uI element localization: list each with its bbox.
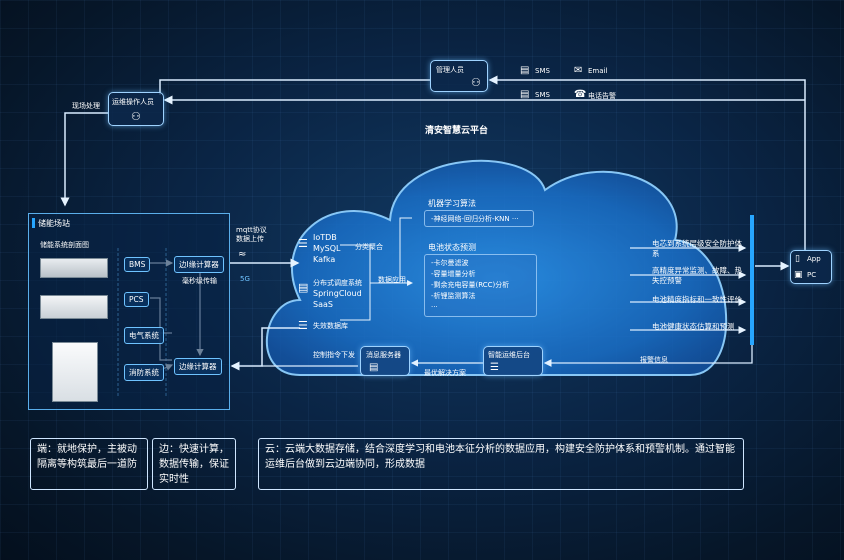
dist-saas: SaaS (313, 300, 333, 309)
ops-person-box: 运维操作人员 ⚇ (108, 92, 164, 126)
end-description: 端：就地保护，主被动隔离等构筑最后一道防 (30, 438, 148, 490)
site-title-marker (32, 218, 35, 228)
pc-label: PC (807, 271, 817, 279)
phone-alert-label: 电话告警 (588, 92, 616, 100)
ml-item: -神经网络-回归分析-KNN ··· (431, 215, 519, 223)
message-icon: ▤ (369, 362, 379, 373)
mobile-icon: ▯ (795, 254, 800, 264)
fire-node: 消防系统 (124, 364, 164, 381)
right-label: 电池健康状态估算和预测 (652, 322, 735, 331)
message-server-label: 消息服务器 (366, 351, 401, 359)
site-title: 储能场站 (38, 219, 70, 228)
pcs-cabinet-image (40, 295, 108, 319)
platform-title: 清安智慧云平台 (425, 126, 489, 136)
ml-list: -神经网络-回归分析-KNN ··· (424, 210, 534, 227)
fail-db-label: 失效数据库 (313, 322, 348, 330)
aggregation-label: 分类聚合 (355, 243, 383, 251)
sms-label: SMS (535, 91, 550, 99)
ops-backend-label: 智能运维后台 (488, 351, 530, 359)
dist-springcloud: SpringCloud (313, 289, 362, 298)
email-icon: ✉ (574, 65, 583, 76)
edge-computer-2: 边缘计算器 (174, 358, 222, 375)
manager-box: 管理人员 ⚇ (430, 60, 488, 92)
ml-title: 机器学习算法 (428, 199, 476, 208)
edge-computer-1: 边I缘计算器 (174, 256, 224, 273)
cloud-description: 云：云端大数据存储，结合深度学习和电池本征分析的数据应用，构建安全防护体系和预警… (258, 438, 744, 490)
phone-icon: ☎ (574, 89, 587, 100)
db-iotdb: IoTDB (313, 233, 337, 242)
alarm-info-label: 报警信息 (640, 356, 668, 364)
storage-cabinet-image (52, 342, 98, 402)
battery-list: -卡尔曼滤波 -容量增量分析 -剩余充电容量(RCC)分析 -析锂监测算法 ··… (424, 254, 537, 317)
right-label: 高精度异常监测、故障、热失控预警 (652, 266, 742, 285)
ms-transfer-label: 毫秒级传输 (182, 277, 217, 285)
person-icon: ⚇ (471, 76, 481, 89)
best-solution-label: 最优解决方案 (424, 369, 466, 377)
db-mysql: MySQL (313, 244, 341, 253)
ops-person-label: 运维操作人员 (112, 98, 154, 106)
bms-node: BMS (124, 257, 151, 272)
right-label: 电池精度指标和一致性评价 (652, 295, 742, 304)
5g-label: 5G (240, 275, 250, 283)
control-cmd-label: 控制指令下发 (313, 351, 355, 359)
battery-item: -容量增量分析 (431, 270, 476, 278)
server-icon: ▤ (298, 281, 309, 294)
electrical-node: 电气系统 (124, 327, 164, 344)
pc-icon: ▣ (794, 270, 803, 280)
database-icon: ☰ (298, 319, 308, 332)
battery-item: -卡尔曼滤波 (431, 259, 469, 267)
sms-icon: ▤ (520, 89, 530, 100)
battery-item: -剩余充电容量(RCC)分析 (431, 281, 510, 289)
db-kafka: Kafka (313, 255, 336, 264)
ops-backend-box: 智能运维后台 ☰ (483, 346, 543, 376)
email-label: Email (588, 67, 608, 75)
client-box: ▯ App ▣ PC (790, 250, 832, 284)
edge-description: 边：快速计算，数据传输，保证实时性 (152, 438, 236, 490)
onsite-label: 现场处理 (72, 102, 100, 110)
app-label: App (807, 255, 821, 263)
manager-label: 管理人员 (436, 66, 464, 74)
battery-rack-image (40, 258, 108, 278)
mqtt-label: mqtt协议 数据上传 (236, 226, 267, 243)
cloud-shape (265, 159, 728, 376)
layers-icon: ☰ (490, 362, 499, 373)
dist-system: 分布式调度系统 (313, 279, 362, 287)
sms-icon: ▤ (520, 65, 530, 76)
data-app-label: 数据应用 (378, 276, 406, 284)
right-label: 电芯到系统层级安全防护体系 (652, 239, 742, 258)
battery-item: ··· (431, 303, 438, 311)
battery-title: 电池状态预测 (428, 243, 476, 252)
database-icon: ☰ (298, 237, 308, 250)
battery-item: -析锂监测算法 (431, 292, 476, 300)
person-icon: ⚇ (131, 110, 141, 123)
wifi-icon: ≈ (238, 249, 247, 260)
pcs-node: PCS (124, 292, 149, 307)
diagram-label: 储能系统剖面图 (40, 241, 89, 249)
message-server-box: 消息服务器 ▤ (360, 346, 410, 376)
sms-label: SMS (535, 67, 550, 75)
